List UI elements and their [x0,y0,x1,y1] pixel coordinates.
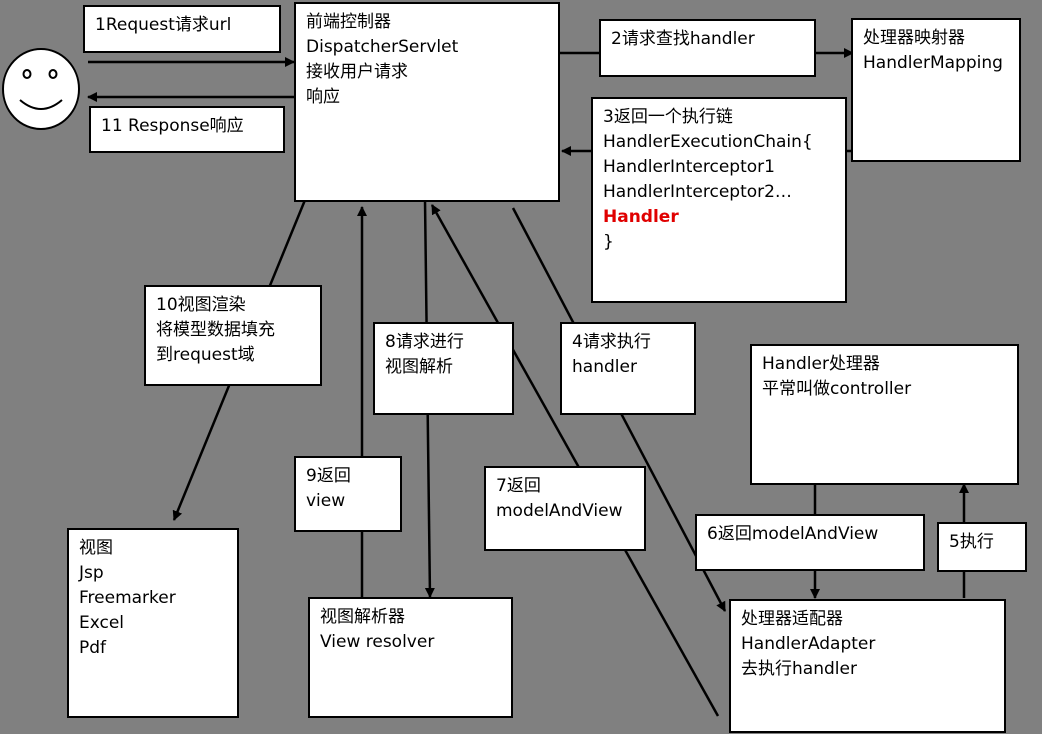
line: 响应 [306,87,340,107]
line: 视图解析 [385,357,453,377]
step8-resolve-label: 8请求进行 视图解析 [373,322,514,415]
step6-return-model-label: 6返回modelAndView [695,514,925,571]
step10-render-label: 10视图渲染 将模型数据填充 到request域 [144,285,322,386]
line-handler-highlight: Handler [603,207,679,227]
line: 去执行handler [741,659,857,679]
line: 5执行 [949,532,994,552]
line: 9返回 [306,466,351,486]
line: 4请求执行 [572,332,651,352]
line: 6返回modelAndView [707,524,879,544]
step1-request-label: 1Request请求url [83,5,281,53]
line: HandlerInterceptor1 [603,157,775,177]
step11-response-label: 11 Response响应 [89,106,285,153]
line: 处理器映射器 [863,28,965,48]
step5-execute-label: 5执行 [937,522,1027,572]
line: 7返回 [496,476,541,496]
step9-return-view-label: 9返回 view [294,456,402,532]
handler-adapter-box: 处理器适配器 HandlerAdapter 去执行handler [729,599,1006,733]
line: Freemarker [79,588,176,608]
step3-execution-chain-box: 3返回一个执行链 HandlerExecutionChain{ HandlerI… [591,97,847,303]
line: 1Request请求url [95,15,232,35]
line: HandlerAdapter [741,634,876,654]
line: View resolver [320,632,435,652]
line: 处理器适配器 [741,609,843,629]
line: 8请求进行 [385,332,464,352]
line: Excel [79,613,125,633]
line: Pdf [79,638,107,658]
line: 平常叫做controller [762,379,912,399]
line: 3返回一个执行链 [603,107,733,127]
arrow-return-model-and-view [430,204,720,717]
line: modelAndView [496,501,623,521]
line: view [306,491,346,511]
line: 10视图渲染 [156,295,246,315]
line: 2请求查找handler [611,29,755,49]
view-box: 视图 Jsp Freemarker Excel Pdf [67,528,239,718]
step2-find-handler-label: 2请求查找handler [599,19,816,77]
line: 视图解析器 [320,607,405,627]
view-resolver-box: 视图解析器 View resolver [308,597,513,718]
line: 到request域 [156,345,255,365]
handler-mapping-box: 处理器映射器 HandlerMapping [851,18,1021,162]
line: Handler处理器 [762,354,880,374]
step4-execute-label: 4请求执行 handler [560,322,696,415]
line: 将模型数据填充 [156,320,275,340]
front-controller-box: 前端控制器 DispatcherServlet 接收用户请求 响应 [294,2,560,202]
line: handler [572,357,637,377]
line: HandlerMapping [863,53,1003,73]
user-face-icon [2,48,80,130]
line: HandlerExecutionChain{ [603,132,813,152]
line: 视图 [79,538,113,558]
line: 接收用户请求 [306,62,408,82]
line: } [603,232,614,252]
line: DispatcherServlet [306,37,459,57]
step7-return-model-label: 7返回 modelAndView [484,466,646,551]
handler-box: Handler处理器 平常叫做controller [750,344,1019,485]
line: Jsp [79,563,104,583]
line: 11 Response响应 [101,116,244,136]
line: 前端控制器 [306,12,391,32]
line: HandlerInterceptor2… [603,182,792,202]
